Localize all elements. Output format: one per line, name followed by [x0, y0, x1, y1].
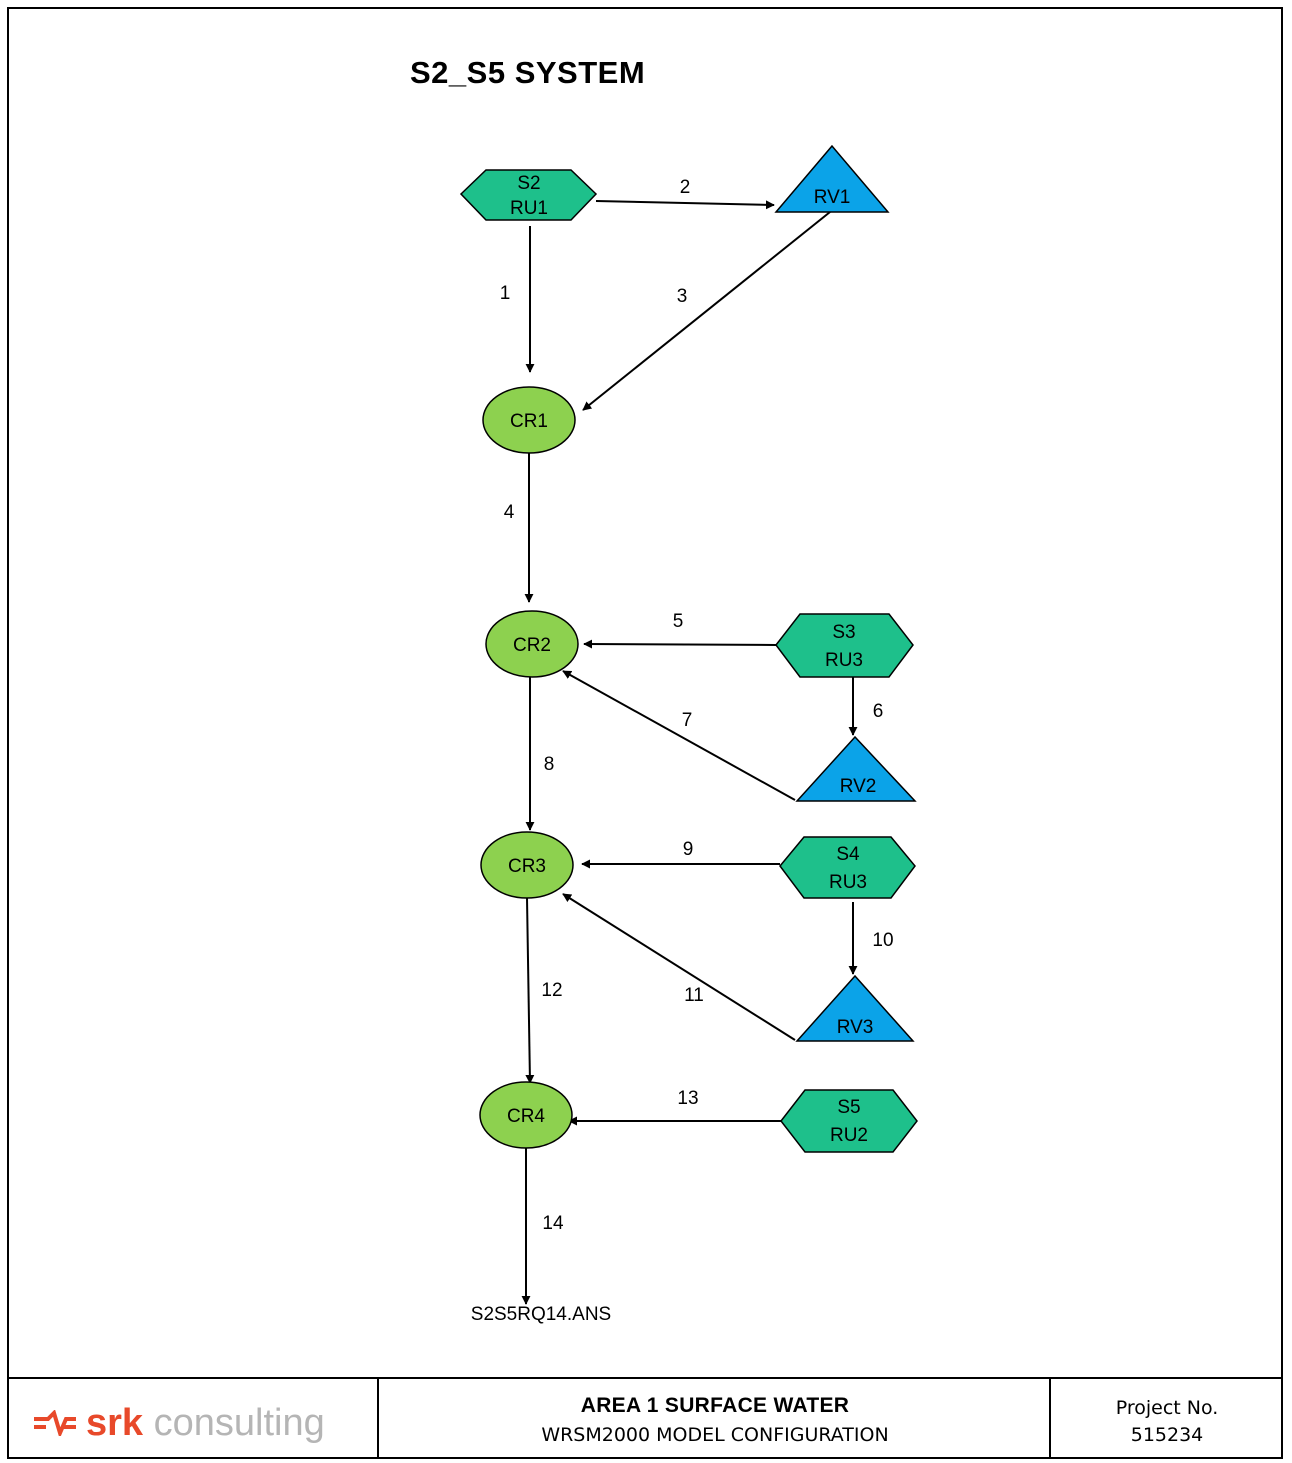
edge-label-9: 9 [683, 839, 694, 860]
node-s2-line1: S2 [517, 173, 540, 194]
node-s2: S2 RU1 [459, 169, 598, 221]
node-s3-line2: RU3 [825, 650, 863, 671]
edge-7 [562, 670, 796, 801]
node-rv3-label: RV3 [837, 1017, 874, 1038]
node-rv2: RV2 [795, 735, 917, 802]
node-cr1: CR1 [482, 386, 576, 454]
edge-label-11: 11 [684, 985, 704, 1006]
edge-label-6: 6 [873, 701, 884, 722]
triangle-shape [774, 144, 890, 213]
hexagon-shape [779, 836, 916, 899]
node-s2-line2: RU1 [510, 198, 548, 219]
node-cr4: CR4 [479, 1081, 573, 1149]
node-cr3-label: CR3 [508, 856, 546, 877]
flow-diagram: S2 RU1 RV1 CR1 CR2 S3 RU3 RV2 CR3 S4 RU3… [459, 144, 918, 1325]
edge-label-10: 10 [872, 930, 893, 951]
srk-logo: srk consulting [32, 1400, 325, 1446]
footer-divider-left [377, 1377, 379, 1459]
triangle-shape [795, 974, 915, 1042]
diagram-title: S2_S5 SYSTEM [410, 55, 646, 90]
node-cr2-label: CR2 [513, 635, 551, 656]
srk-wave-arrow-icon [34, 1410, 76, 1436]
footer-title-block: AREA 1 SURFACE WATER WRSM2000 MODEL CONF… [380, 1394, 1050, 1446]
node-cr1-label: CR1 [510, 411, 548, 432]
edge-label-7: 7 [682, 710, 693, 731]
project-label: Project No. [1115, 1397, 1219, 1419]
hexagon-shape [780, 1089, 918, 1153]
node-s4-line1: S4 [836, 844, 860, 865]
logo-light-text: consulting [143, 1401, 325, 1444]
edge-5 [583, 639, 777, 649]
edge-11 [562, 893, 796, 1041]
hexagon-shape [775, 613, 914, 678]
footer-divider [7, 1377, 1283, 1379]
ellipse-shape [480, 831, 574, 899]
logo-bold-text: srk [86, 1401, 144, 1444]
node-s5: S5 RU2 [780, 1089, 918, 1153]
edge-label-8: 8 [544, 754, 555, 775]
node-s5-line1: S5 [837, 1097, 860, 1118]
project-block: Project No. 515234 [1052, 1395, 1282, 1449]
hexagon-shape [459, 169, 598, 221]
triangle-shape [795, 735, 917, 802]
ellipse-shape [485, 610, 579, 678]
footer-title: AREA 1 SURFACE WATER [580, 1394, 850, 1417]
edge-label-2: 2 [680, 177, 691, 198]
outlet-label: S2S5RQ14.ANS [471, 1304, 611, 1325]
edge-12 [525, 897, 535, 1084]
node-rv1: RV1 [774, 144, 890, 213]
edge-label-13: 13 [677, 1088, 698, 1109]
node-s3: S3 RU3 [775, 613, 914, 678]
edge-label-4: 4 [504, 502, 515, 523]
node-rv3: RV3 [795, 974, 915, 1042]
edge-label-1: 1 [500, 283, 511, 304]
ellipse-shape [482, 386, 576, 454]
edge-label-12: 12 [541, 980, 562, 1001]
footer-divider-right [1049, 1377, 1051, 1459]
edge-label-14: 14 [542, 1213, 564, 1234]
edge-label-3: 3 [677, 286, 688, 307]
footer-subtitle: WRSM2000 MODEL CONFIGURATION [541, 1424, 889, 1446]
edge-3 [582, 211, 831, 411]
node-rv2-label: RV2 [840, 776, 877, 797]
node-cr3: CR3 [480, 831, 574, 899]
page-frame [7, 7, 1283, 1459]
node-cr2: CR2 [485, 610, 579, 678]
edge-labels: 1 2 3 4 5 6 7 8 9 10 11 12 13 14 [500, 177, 894, 1234]
srk-logo-wordmark: srk consulting [86, 1402, 325, 1445]
ellipse-shape [479, 1081, 573, 1149]
edges [521, 200, 858, 1305]
node-rv1-label: RV1 [814, 187, 851, 208]
edge-2 [595, 200, 775, 210]
node-cr4-label: CR4 [507, 1106, 545, 1127]
project-number: 515234 [1130, 1424, 1204, 1446]
node-s4-line2: RU3 [829, 872, 867, 893]
edge-label-5: 5 [673, 611, 684, 632]
node-s3-line1: S3 [832, 622, 855, 643]
node-s5-line2: RU2 [830, 1125, 868, 1146]
node-s4: S4 RU3 [779, 836, 916, 899]
